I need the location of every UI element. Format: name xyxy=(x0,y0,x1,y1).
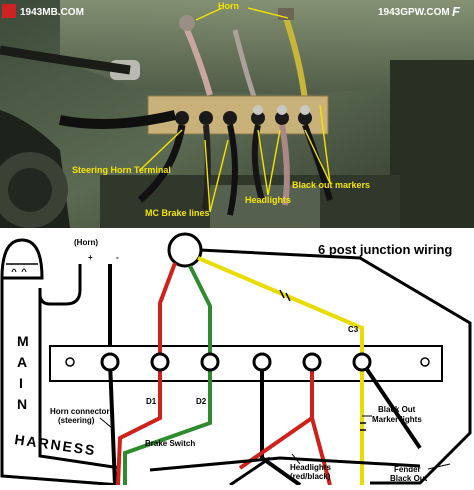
junction-posts xyxy=(100,352,372,372)
svg-text:M: M xyxy=(17,333,31,349)
post-2 xyxy=(150,352,170,372)
label-d2: D2 xyxy=(196,397,207,406)
post-3 xyxy=(200,352,220,372)
mount-hole-left xyxy=(65,357,75,367)
post-4 xyxy=(252,352,272,372)
horn-label: (Horn) xyxy=(74,238,98,247)
wiring-diagram: 6 post junction wiring (Horn) + - M A I … xyxy=(0,228,474,487)
post-6 xyxy=(352,352,372,372)
engine-bay-photo: 1943MB.COM 1943GPW.COM F Horn Steering H… xyxy=(0,0,474,228)
svg-text:1943GPW.COM: 1943GPW.COM xyxy=(378,7,450,18)
wiring-diagram-svg: 6 post junction wiring (Horn) + - M A I … xyxy=(0,232,472,487)
label-headlights: Headlights xyxy=(245,195,291,205)
green-wire xyxy=(188,265,212,362)
red-wire xyxy=(158,262,177,362)
svg-text:I: I xyxy=(19,375,25,391)
label-steering-horn-terminal: Steering Horn Terminal xyxy=(72,165,171,175)
watermark-left: 1943MB.COM xyxy=(2,4,84,18)
svg-text:A: A xyxy=(17,354,29,370)
horn-plus: + xyxy=(88,253,93,262)
yellow-wire xyxy=(197,256,364,485)
svg-text:N: N xyxy=(17,396,29,412)
mount-hole-right xyxy=(420,357,430,367)
label-fender: Fender xyxy=(394,465,421,474)
label-fender-black-out: Black Out xyxy=(390,474,428,483)
label-horn-connector-steering: (steering) xyxy=(58,416,95,425)
post-5 xyxy=(302,352,322,372)
label-d1: D1 xyxy=(146,397,157,406)
main-label: M A I N xyxy=(17,333,31,412)
horn-minus: - xyxy=(116,253,119,262)
label-horn-connector: Horn connector xyxy=(50,407,110,416)
svg-text:F: F xyxy=(452,4,461,19)
label-marker-lights: Marker lights xyxy=(372,415,422,424)
harness-outline xyxy=(0,278,121,487)
harness-label: HARNESS xyxy=(14,431,98,458)
bulb-icon xyxy=(0,238,44,280)
post-1 xyxy=(100,352,120,372)
svg-text:1943MB.COM: 1943MB.COM xyxy=(20,7,84,18)
steering-column-connector xyxy=(167,232,203,268)
label-brake-switch: Brake Switch xyxy=(145,439,195,448)
harness-right-outline xyxy=(199,248,472,485)
label-horn: Horn xyxy=(218,1,239,11)
watermark-right: 1943GPW.COM F xyxy=(378,4,461,19)
label-mc-brake-lines: MC Brake lines xyxy=(145,208,210,218)
label-headlights: Headlights xyxy=(290,463,331,472)
label-c3: C3 xyxy=(348,325,359,334)
photo-illustration: 1943MB.COM 1943GPW.COM F Horn Steering H… xyxy=(0,0,474,228)
label-headlights-color: (red/black) xyxy=(290,472,331,481)
label-black-out: Black Out xyxy=(378,405,416,414)
diagram-title: 6 post junction wiring xyxy=(318,242,452,257)
label-black-out-markers: Black out markers xyxy=(292,180,370,190)
